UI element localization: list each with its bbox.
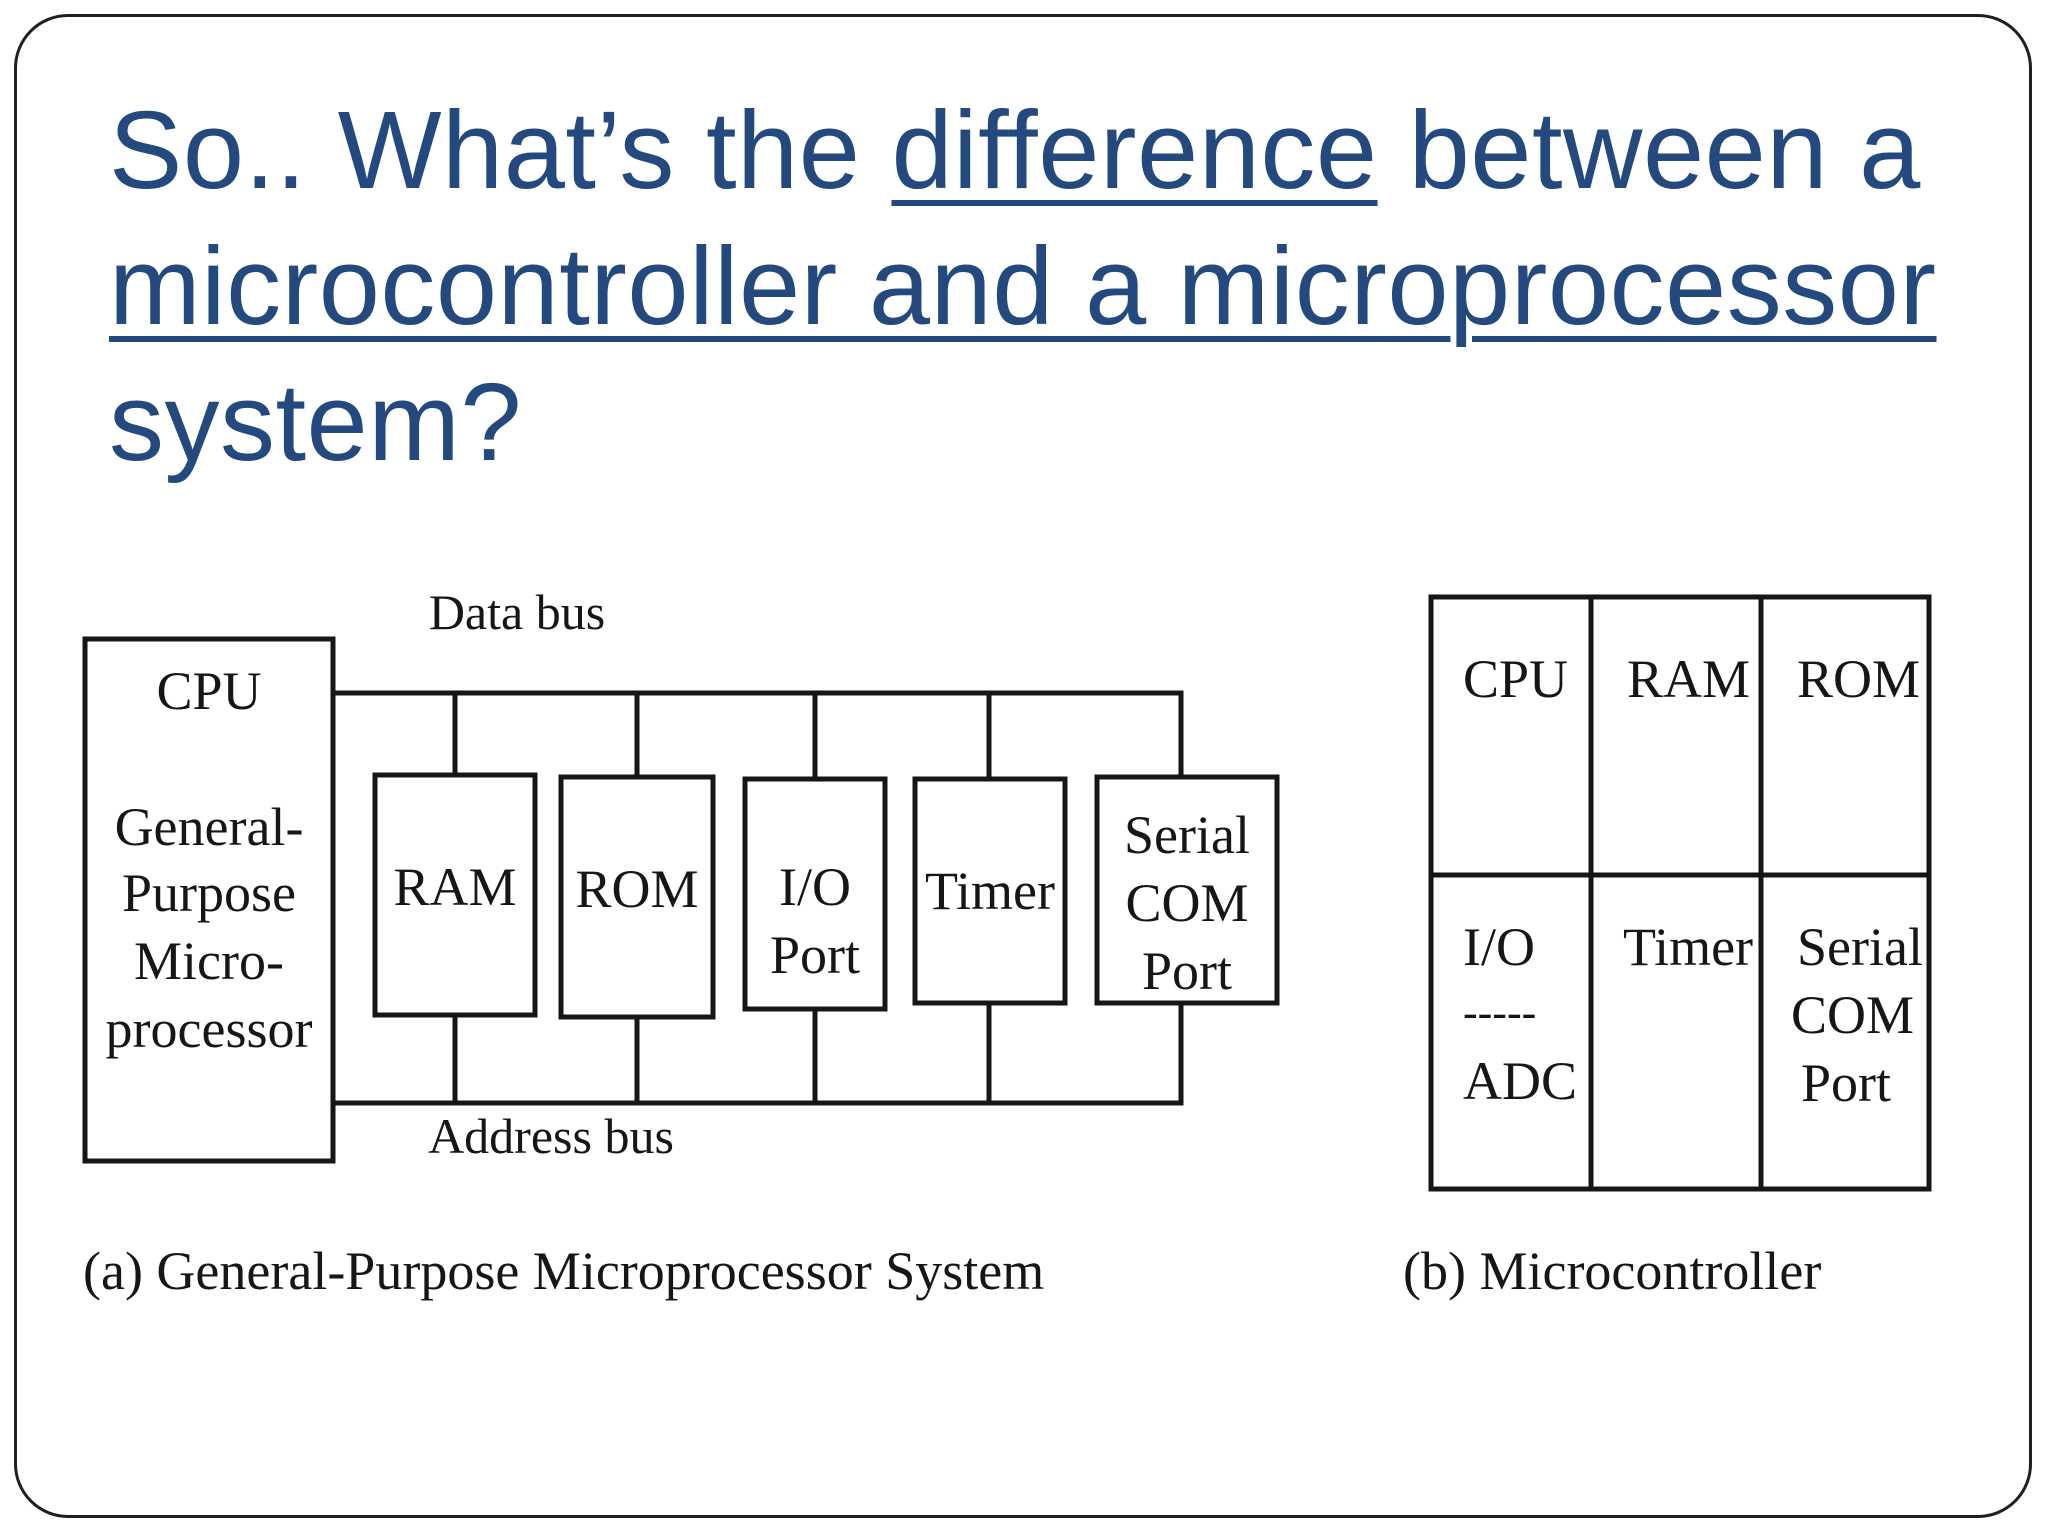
title-part-3: between a [1377, 89, 1921, 212]
mp-serial-label-line3: Port [1142, 941, 1232, 1001]
microcontroller-diagram [1428, 594, 1932, 1192]
address-bus-label: Address bus [428, 1108, 674, 1164]
microprocessor-system-labels: Data bus Address bus CPU General- Purpos… [83, 584, 1250, 1301]
mc-io-label-line3: ADC [1463, 1051, 1577, 1111]
microprocessor-system-diagram [82, 636, 1280, 1164]
data-bus-label: Data bus [429, 584, 605, 640]
mc-serial-label-line1: Serial [1797, 917, 1923, 977]
mp-io-label-line2: Port [770, 925, 860, 985]
title-part-2: difference [891, 89, 1378, 212]
title-part-4: microcontroller and a microprocessor [109, 225, 1937, 348]
mp-cpu-label: CPU [156, 661, 261, 721]
mp-caption: (a) General-Purpose Microprocessor Syste… [83, 1241, 1044, 1301]
mp-ram-label: RAM [393, 857, 516, 917]
microcontroller-labels: CPU RAM ROM I/O ----- ADC Timer Serial C… [1403, 649, 1923, 1301]
mc-caption: (b) Microcontroller [1403, 1241, 1821, 1301]
title-part-5: system? [109, 361, 523, 484]
mc-ram-label: RAM [1627, 649, 1750, 709]
mp-cpu-desc-line2: Purpose [122, 863, 296, 923]
mp-cpu-desc-line1: General- [115, 797, 304, 857]
address-bus-line [333, 1003, 1184, 1106]
mp-cpu-box [82, 636, 336, 1164]
mp-serial-label-line1: Serial [1124, 805, 1250, 865]
mc-outer-box [1428, 594, 1932, 1192]
mp-rom-label: ROM [575, 859, 698, 919]
mp-serial-label-line2: COM [1125, 873, 1248, 933]
mc-serial-label-line2: COM [1791, 985, 1914, 1045]
mc-serial-label-line3: Port [1801, 1053, 1891, 1113]
slide-title: So.. What’s the difference between a mic… [109, 83, 1969, 491]
mp-timer-label: Timer [925, 861, 1055, 921]
mc-timer-label: Timer [1623, 917, 1753, 977]
mc-io-label-line2: ----- [1463, 988, 1536, 1037]
title-part-1: So.. What’s the [109, 89, 892, 212]
mc-cpu-label: CPU [1463, 649, 1568, 709]
mc-rom-label: ROM [1797, 649, 1920, 709]
architecture-diagram: Data bus Address bus CPU General- Purpos… [82, 584, 1932, 1301]
slide: So.. What’s the difference between a mic… [14, 14, 2032, 1518]
mp-cpu-desc-line3: Micro- [134, 931, 284, 991]
mc-io-label-line1: I/O [1463, 917, 1535, 977]
mp-cpu-desc-line4: processor [106, 999, 313, 1059]
mp-serial-box [1094, 774, 1280, 1006]
data-bus-line [333, 690, 1184, 775]
mp-io-label-line1: I/O [779, 857, 851, 917]
